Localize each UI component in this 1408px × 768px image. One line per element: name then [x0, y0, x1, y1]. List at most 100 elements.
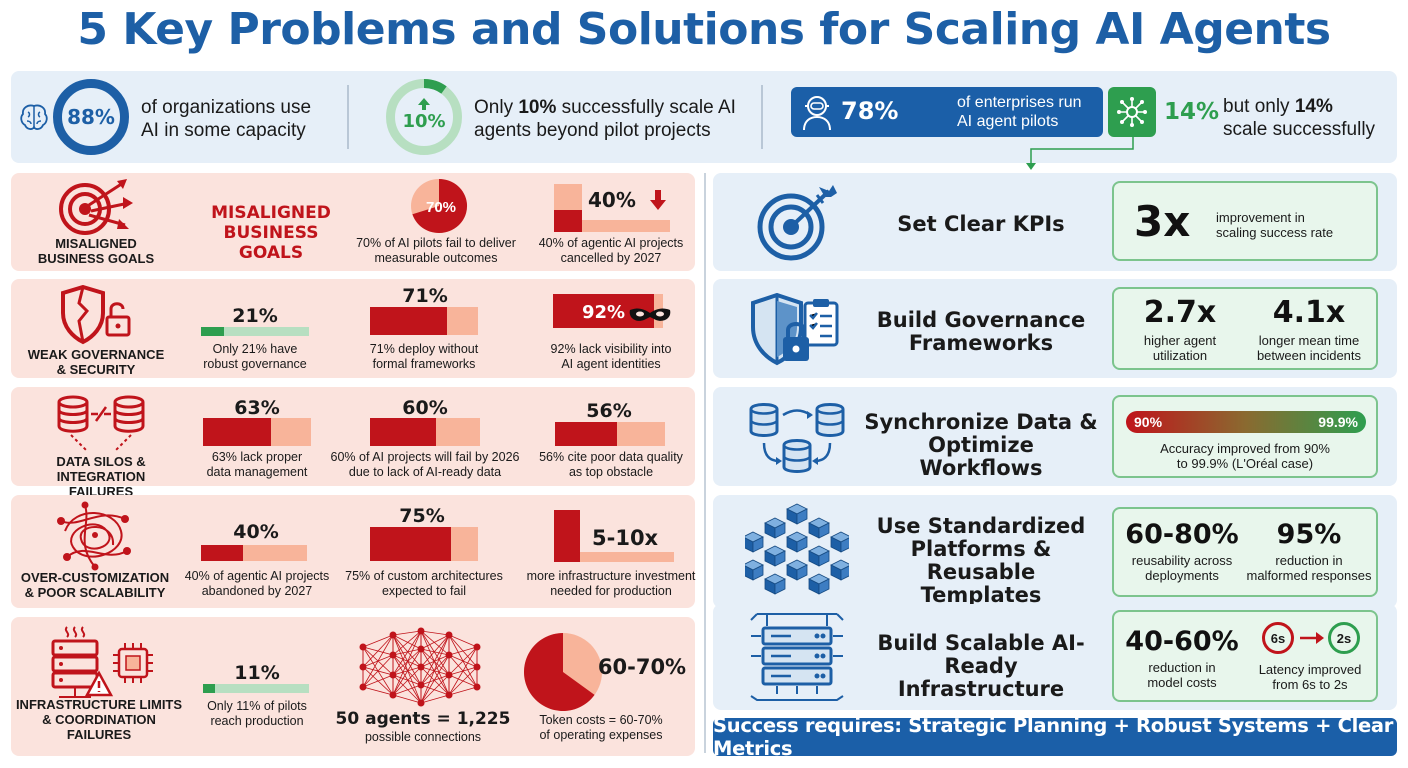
mesh-node [445, 671, 453, 679]
mesh-edge [420, 648, 450, 656]
mesh-node [389, 631, 397, 639]
latency-from: 6s [1270, 630, 1286, 646]
metric-text-l2: needed for production [550, 584, 672, 598]
mesh-node [417, 645, 425, 653]
stat-14-pre: but only [1223, 96, 1295, 117]
mesh-edge [448, 634, 478, 648]
divider [347, 85, 349, 149]
stat-10-value: 10% [402, 110, 446, 132]
footer-banner: Success requires: Strategic Planning + R… [713, 714, 1397, 760]
metric-text: 56% cite poor data quality as top obstac… [531, 450, 691, 480]
malformed-text-l1: reduction in [1275, 553, 1343, 568]
problem-name-l2: & POOR SCALABILITY [24, 585, 166, 600]
metric-text-l2: as top obstacle [568, 465, 654, 479]
network-icon [1117, 97, 1147, 127]
mesh-edge [420, 648, 450, 676]
metric-text-l1: 63% lack proper [211, 450, 303, 464]
metric-text: 40% of agentic AI projects abandoned by … [177, 569, 337, 599]
accuracy-to: 99.9% [1318, 414, 1358, 430]
modular-cubes-icon [745, 503, 849, 595]
metric-text-l2: robust governance [203, 357, 307, 371]
cube-block [745, 559, 764, 581]
mesh-node [359, 663, 367, 671]
solution-name-l1: Set Clear KPIs [897, 212, 1065, 236]
abandoned-bar [201, 545, 307, 561]
mesh-edge [420, 666, 450, 676]
metric-text-l2: of operating expenses [539, 728, 663, 742]
solution-name: Build Governance Frameworks [873, 309, 1089, 355]
metric-value: 71% [402, 285, 448, 307]
mesh-edge [362, 634, 394, 648]
database-sync-icon [749, 403, 845, 473]
production-bar-fill [203, 684, 215, 693]
solution-name-l2: Optimize Workflows [919, 433, 1043, 480]
kpi-text-l1: improvement in [1216, 210, 1305, 225]
metric-text-l1: 71% deploy without [369, 342, 479, 356]
stat-14-value: 14% [1164, 99, 1220, 125]
metric-value: 11% [234, 662, 280, 684]
model-cost-value: 40-60% [1125, 626, 1239, 657]
utilization-text: higher agent utilization [1120, 333, 1240, 363]
metric-text: Only 11% of pilots reach production [183, 699, 331, 729]
reusability-text-l1: reusability across [1131, 553, 1233, 568]
mesh-edge [392, 634, 422, 668]
data-management-bar [203, 418, 311, 446]
mesh-edge [420, 684, 450, 696]
solution-name-l1: Build Governance [876, 308, 1086, 332]
metric-value: 21% [232, 305, 278, 327]
mesh-node [473, 643, 481, 651]
metric-text: 71% deploy without formal frameworks [341, 342, 507, 372]
reusability-value: 60-80% [1125, 519, 1239, 550]
problem-name-l1: INFRASTRUCTURE LIMITS [15, 697, 183, 712]
mesh-node [359, 643, 367, 651]
down-arrow-icon [650, 190, 666, 210]
platform-result-box: 60-80% reusability across deployments 95… [1112, 507, 1378, 597]
metric-text: 40% of agentic AI projects cancelled by … [531, 236, 691, 266]
metric-text-l2: reach production [210, 714, 304, 728]
metric-text-l1: 56% cite poor data quality [539, 450, 683, 464]
mesh-node [417, 627, 425, 635]
token-cost-pie [524, 633, 602, 711]
data-quality-bar [555, 422, 665, 446]
mesh-edge [392, 654, 422, 704]
abandoned-bar-fill [201, 545, 244, 561]
problem-name-l1: MISALIGNED [55, 236, 137, 251]
mesh-edge [392, 630, 422, 696]
problem-row-over-customization: OVER-CUSTOMIZATION & POOR SCALABILITY 40… [11, 495, 695, 608]
connector-arrow [1026, 137, 1134, 170]
mesh-node [417, 681, 425, 689]
utilization-value: 2.7x [1143, 295, 1217, 330]
stat-14-icon-box [1108, 87, 1156, 137]
reusability-text-l2: deployments [1145, 568, 1219, 583]
visibility-value: 92% [582, 302, 626, 323]
mesh-edge [448, 646, 478, 696]
mesh-edge [362, 674, 394, 688]
governance-bar [201, 327, 309, 336]
metric-value: 40% [233, 521, 279, 543]
metric-text: Token costs = 60-70% of operating expens… [521, 713, 681, 743]
column-divider [704, 173, 706, 753]
accuracy-text-l1: Accuracy improved from 90% [1160, 441, 1330, 456]
mesh-edge [420, 630, 450, 696]
problem-name-l2: BUSINESS GOALS [37, 251, 155, 266]
mesh-edge [420, 674, 450, 704]
token-cost-value: 60-70% [597, 655, 687, 679]
mesh-edge [392, 634, 422, 704]
kpi-text-l2: scaling success rate [1216, 225, 1334, 240]
metric-text-l1: 40% of agentic AI projects [184, 569, 330, 583]
mesh-node [445, 651, 453, 659]
stat-10-arc [423, 79, 447, 94]
mesh-edge [420, 654, 450, 668]
metric-text-l1: Token costs = 60-70% [539, 713, 663, 727]
metric-text-l1: Only 11% of pilots [207, 699, 307, 713]
cube-block [764, 573, 786, 595]
problem-heading-l1: MISALIGNED [211, 203, 331, 223]
cube-block [808, 545, 830, 567]
model-cost-text-l1: reduction in [1148, 660, 1216, 675]
mesh-edge [392, 674, 422, 704]
stat-88-ring: 88% [53, 79, 129, 155]
solution-row-infrastructure: Build Scalable AI- Ready Infrastructure … [713, 604, 1397, 710]
solution-name-l1: Synchronize Data & [864, 410, 1098, 434]
mesh-edge [420, 634, 450, 650]
metric-text-l2: data management [206, 465, 308, 479]
